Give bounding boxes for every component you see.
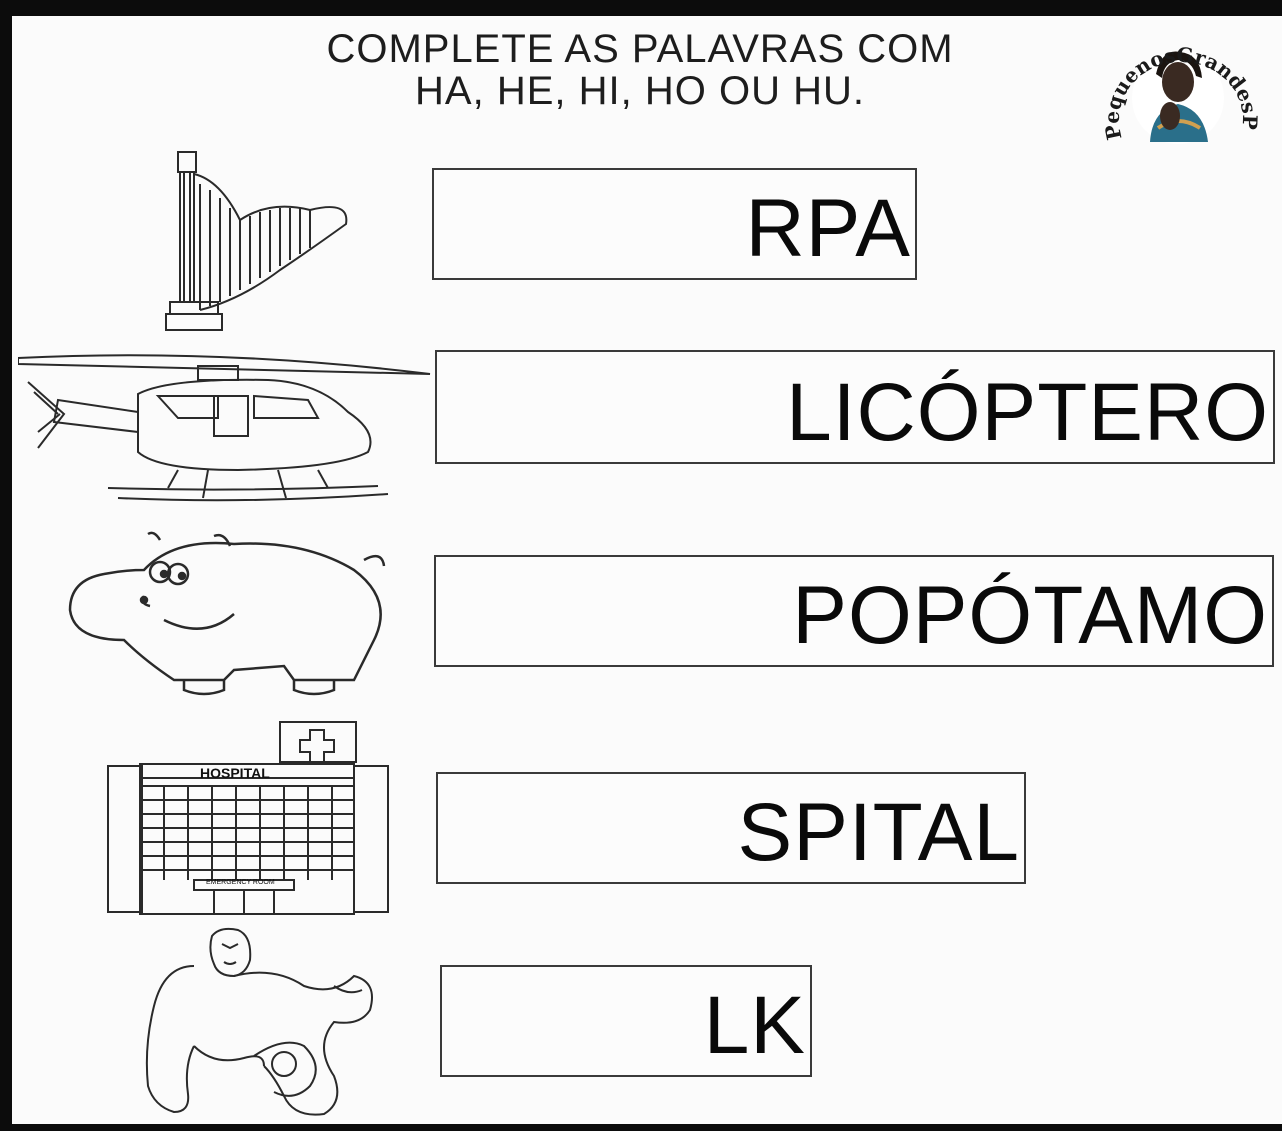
hippo-illustration (64, 530, 394, 700)
word-box-helicoptero[interactable]: LICÓPTERO (435, 350, 1275, 464)
word-box-hospital[interactable]: SPITAL (436, 772, 1026, 884)
hospital-sign: HOSPITAL (200, 765, 270, 781)
emergency-room-sign: EMERGENCY ROOM (206, 879, 275, 886)
word-box-hulk[interactable]: LK (440, 965, 812, 1077)
word-hulk: LK (703, 980, 806, 1071)
title-line-2: HA, HE, HI, HO OU HU. (415, 69, 865, 113)
word-helicoptero: LICÓPTERO (786, 367, 1269, 458)
hulk-illustration (134, 926, 384, 1120)
word-hospital: SPITAL (737, 787, 1020, 878)
word-harpa: RPA (745, 183, 911, 274)
brand-logo: PequenosGrandesPensantes (1092, 18, 1264, 176)
helicopter-illustration (18, 352, 438, 522)
bottom-border (0, 1124, 1282, 1131)
word-box-harpa[interactable]: RPA (432, 168, 917, 280)
worksheet-title: COMPLETE AS PALAVRAS COM HA, HE, HI, HO … (220, 28, 1060, 112)
top-border (0, 0, 1282, 16)
hospital-illustration: HOSPITAL EMERGENCY ROOM (104, 720, 392, 916)
word-box-hipopotamo[interactable]: POPÓTAMO (434, 555, 1274, 667)
word-hipopotamo: POPÓTAMO (792, 570, 1268, 661)
harp-illustration (160, 150, 360, 336)
title-line-1: COMPLETE AS PALAVRAS COM (326, 27, 954, 71)
left-border (0, 0, 12, 1131)
